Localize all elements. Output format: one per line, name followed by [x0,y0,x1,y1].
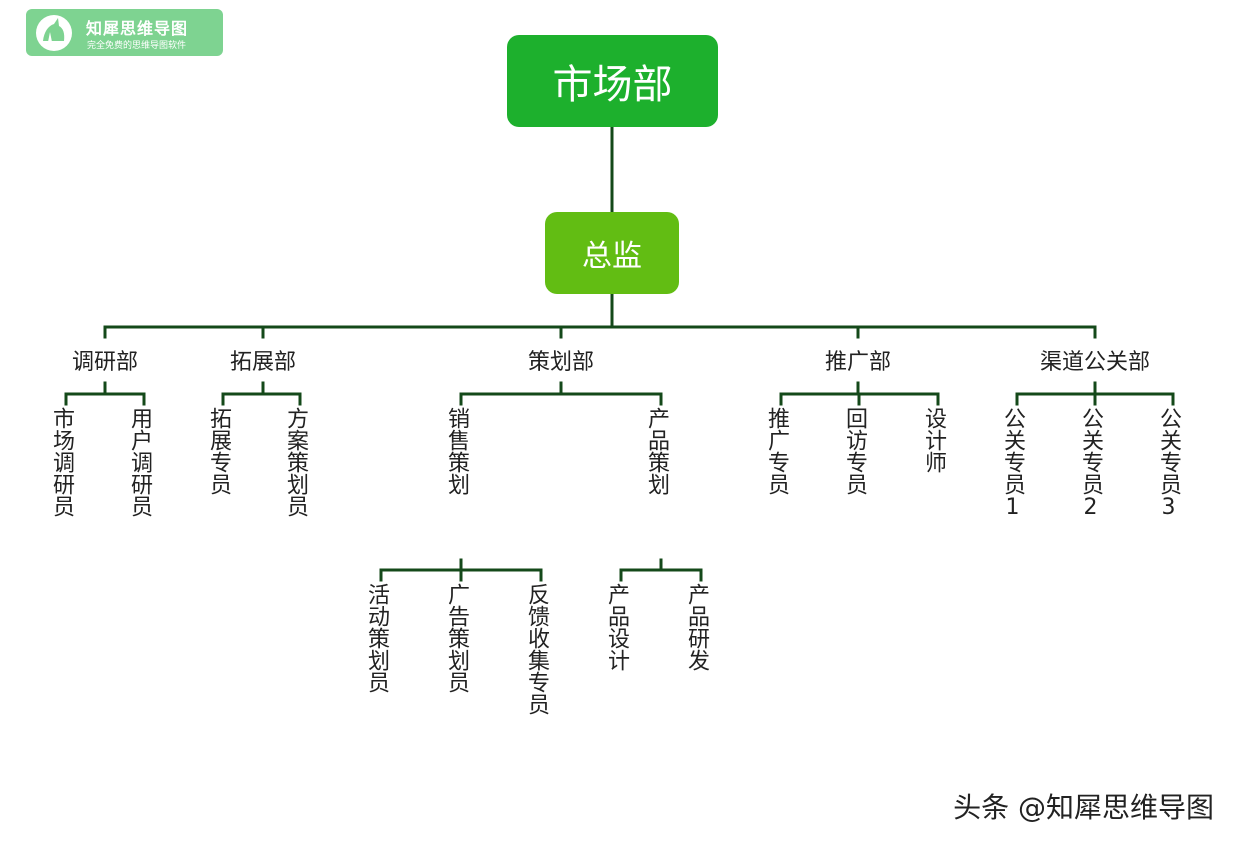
node-feedback-specialist[interactable]: 反馈收集专员 [524,583,549,715]
node-product-design[interactable]: 产品设计 [604,583,629,671]
node-product-planning[interactable]: 产品策划 [644,407,669,495]
node-pr-specialist-2[interactable]: 公关专员2 [1078,407,1103,520]
logo-tagline: 完全免费的思维导图软件 [87,41,187,51]
node-pr-specialist-3[interactable]: 公关专员3 [1156,407,1181,520]
node-expansion-specialist[interactable]: 拓展专员 [206,407,231,495]
director-node[interactable]: 总监 [545,212,679,294]
logo-name: 知犀思维导图 [86,19,189,38]
node-pr-specialist-1[interactable]: 公关专员1 [1000,407,1025,520]
node-ad-planner[interactable]: 广告策划员 [444,583,469,693]
node-product-rnd[interactable]: 产品研发 [684,583,709,671]
node-sales-planning[interactable]: 销售策划 [444,407,469,495]
root-label: 市场部 [552,62,673,108]
director-label: 总监 [582,239,642,274]
dept-pr[interactable]: 渠道公关部 [1039,350,1151,375]
node-market-researcher[interactable]: 市场调研员 [49,407,74,517]
dept-planning[interactable]: 策划部 [527,350,595,375]
node-followup-specialist[interactable]: 回访专员 [842,407,867,495]
node-user-researcher[interactable]: 用户调研员 [127,407,152,517]
dept-promotion[interactable]: 推广部 [824,350,892,375]
dept-expansion[interactable]: 拓展部 [229,350,297,375]
dept-research[interactable]: 调研部 [71,350,139,375]
node-designer[interactable]: 设计师 [921,407,946,473]
root-node[interactable]: 市场部 [507,35,718,127]
logo-badge: 知犀思维导图 完全免费的思维导图软件 [26,9,223,56]
watermark: 头条 @知犀思维导图 [953,791,1214,824]
node-proposal-planner[interactable]: 方案策划员 [283,407,308,517]
node-promotion-specialist[interactable]: 推广专员 [764,407,789,495]
node-event-planner[interactable]: 活动策划员 [364,583,389,693]
rhino-logo-icon [36,15,72,51]
